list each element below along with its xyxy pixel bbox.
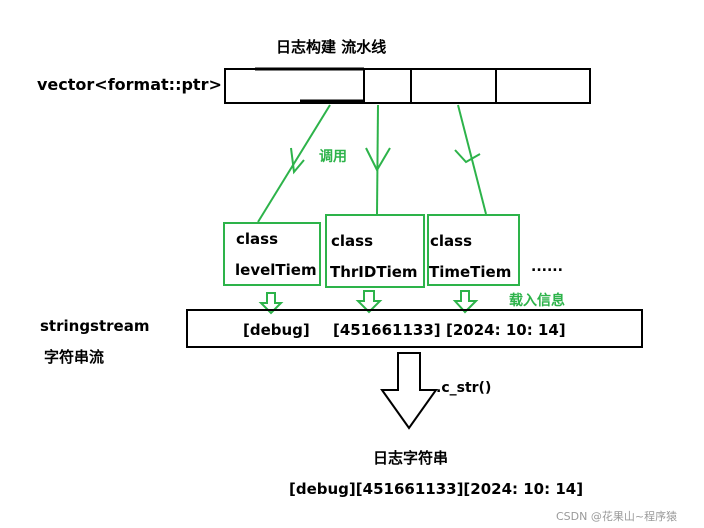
stringstream-label: stringstream <box>40 317 150 335</box>
output-value: [debug][451661133][2024: 10: 14] <box>289 480 584 498</box>
ellipsis: ...... <box>531 259 563 275</box>
c-str-label: .c_str() <box>436 380 492 396</box>
class-keyword: class <box>236 230 279 248</box>
class-box-time <box>427 214 520 286</box>
c-str-arrow <box>380 352 438 430</box>
watermark: CSDN @花果山~程序猿 <box>556 510 678 523</box>
call-label: 调用 <box>319 149 347 165</box>
vector-array-box <box>224 68 591 104</box>
call-arrowhead <box>290 147 305 175</box>
call-arrowhead <box>365 147 391 173</box>
load-arrow-level <box>258 292 284 315</box>
class-name-level: levelTiem <box>235 261 317 279</box>
diagram-title: 日志构建 流水线 <box>276 38 387 56</box>
load-arrow-thread <box>355 290 383 314</box>
stream-value-thread: [451661133] <box>333 321 441 339</box>
call-arrowhead <box>454 149 481 164</box>
output-title: 日志字符串 <box>373 449 449 467</box>
vector-label: vector<format::ptr> <box>37 75 222 94</box>
class-keyword: class <box>331 232 374 250</box>
class-box-thread <box>325 214 425 288</box>
load-label: 载入信息 <box>509 293 565 309</box>
stringstream-box <box>186 309 643 348</box>
stream-value-time: [2024: 10: 14] <box>446 321 566 339</box>
load-arrow-time <box>452 290 479 314</box>
stringstream-label-cn: 字符串流 <box>44 348 105 366</box>
stream-value-level: [debug] <box>243 321 310 339</box>
call-line-thread <box>376 104 379 215</box>
class-name-time: TimeTiem <box>429 263 512 281</box>
class-name-thread: ThrIDTiem <box>330 263 418 281</box>
class-box-level <box>223 222 321 286</box>
class-keyword: class <box>430 232 473 250</box>
call-line-level <box>257 104 331 223</box>
